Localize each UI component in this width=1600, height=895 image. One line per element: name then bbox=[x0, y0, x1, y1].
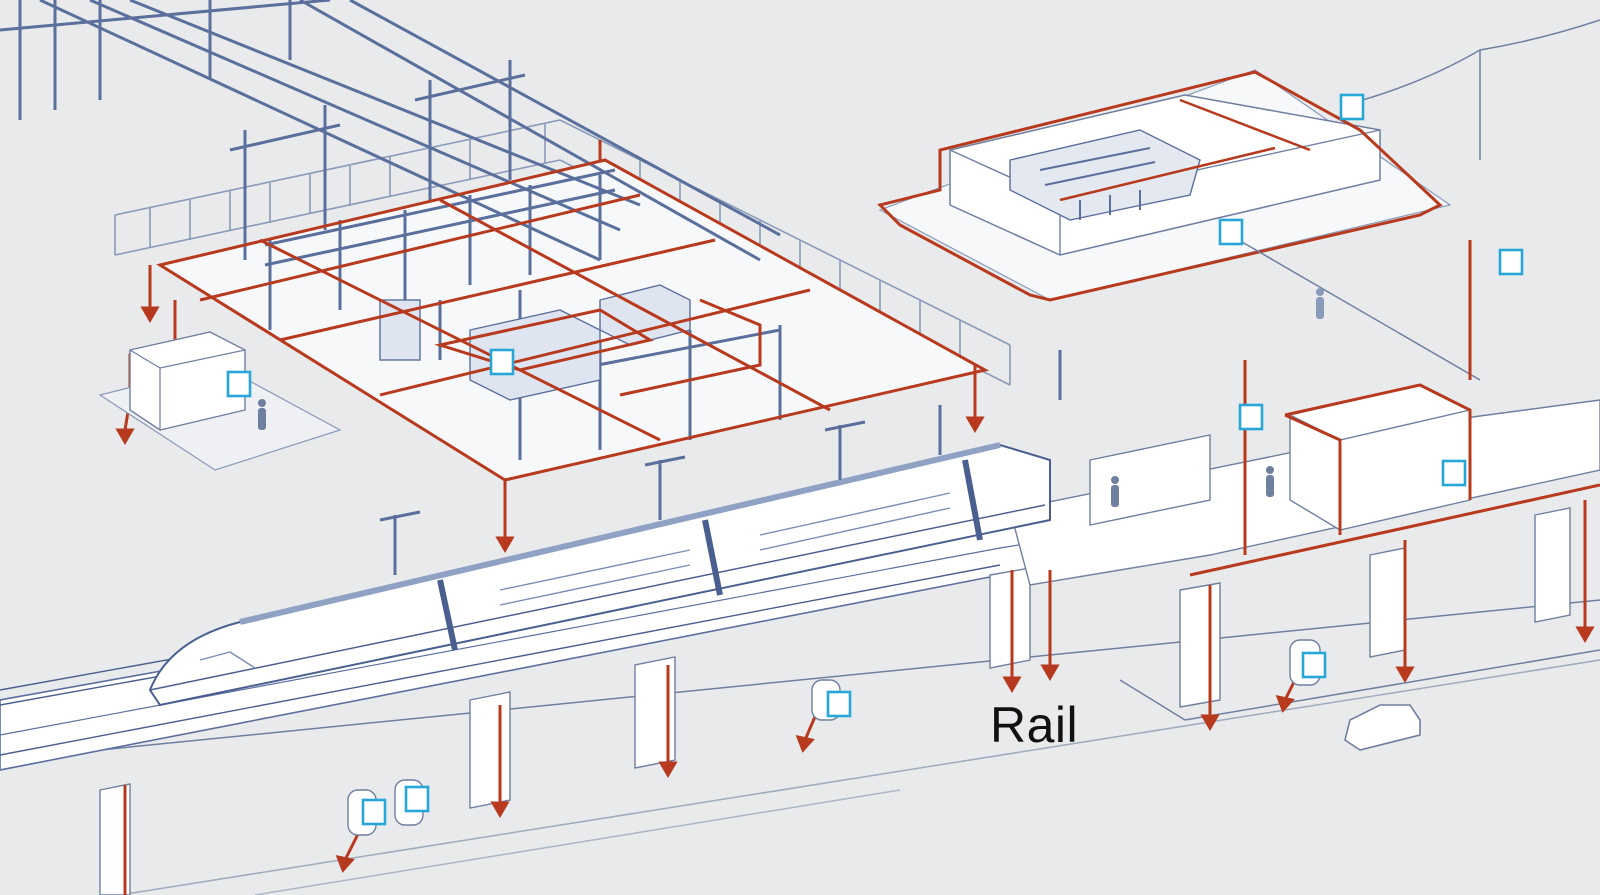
monitoring-node-icon bbox=[826, 690, 852, 718]
monitoring-node-icon bbox=[1498, 248, 1524, 276]
rail-label: Rail bbox=[990, 697, 1079, 753]
monitoring-node-icon bbox=[226, 370, 252, 398]
monitoring-node-icon bbox=[404, 785, 430, 813]
car-icon bbox=[1344, 704, 1421, 751]
monitoring-node-icon bbox=[1301, 651, 1327, 679]
person-icon bbox=[258, 399, 266, 430]
monitoring-node-icon bbox=[1339, 93, 1365, 121]
viaduct-piers bbox=[99, 507, 1571, 895]
substation-grounding-grid bbox=[156, 140, 990, 482]
monitoring-node-icon bbox=[361, 798, 387, 826]
monitoring-node-icon bbox=[1441, 459, 1467, 487]
substation bbox=[0, 0, 1011, 553]
person-icon bbox=[1316, 288, 1324, 319]
train bbox=[148, 350, 1062, 707]
monitoring-nodes bbox=[226, 93, 1524, 826]
control-booth bbox=[98, 331, 342, 471]
monitoring-node-icon bbox=[1218, 218, 1244, 246]
station-grounding bbox=[1189, 240, 1600, 577]
ground-surface bbox=[0, 599, 1600, 895]
station-building-grounding-loop bbox=[877, 70, 1443, 302]
elevated-viaduct bbox=[0, 240, 1600, 895]
viaduct-down-conductors bbox=[123, 500, 1595, 895]
monitoring-node-icon bbox=[1238, 403, 1264, 431]
station-building bbox=[877, 19, 1600, 381]
monitoring-node-icon bbox=[489, 348, 515, 376]
person-icon bbox=[1111, 466, 1274, 507]
station-platform-structures bbox=[1089, 384, 1471, 531]
